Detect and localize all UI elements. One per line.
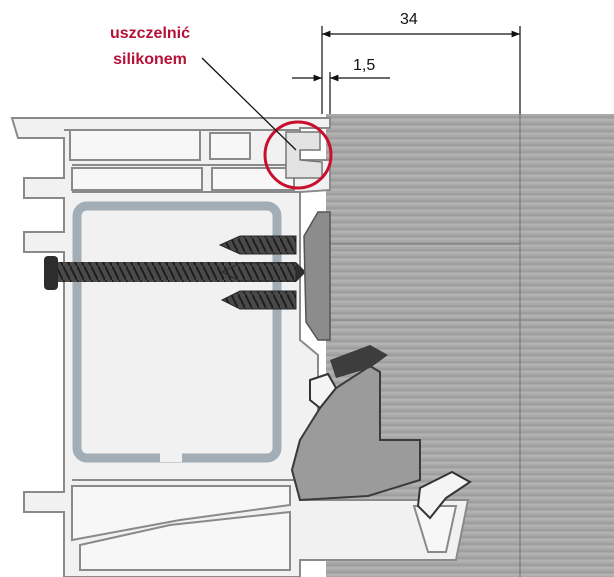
glazing-bead (290, 345, 472, 520)
dimension-label-total: 34 (400, 11, 418, 28)
dimension-label-gap: 1,5 (353, 57, 376, 74)
annotation-text-line-2: silikonem (113, 51, 187, 68)
annotation-leader-line (201, 57, 297, 151)
trim-plate (303, 211, 331, 341)
anchor-plug-icon (218, 235, 297, 310)
annotation-text-line-1: uszczelnić (109, 25, 191, 42)
dimension-arrow-icon (292, 26, 521, 114)
steel-reinforcement (72, 201, 282, 463)
highlight-circle-icon (263, 120, 333, 190)
